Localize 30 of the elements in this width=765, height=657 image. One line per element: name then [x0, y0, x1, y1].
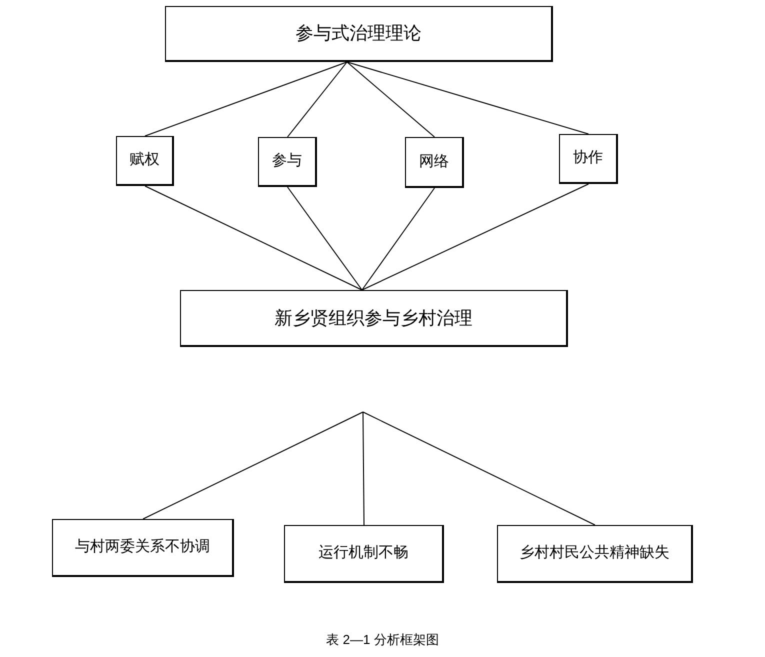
- box-label: 协作: [573, 148, 603, 168]
- connector-line: [142, 412, 364, 520]
- connector-line: [144, 186, 362, 290]
- text-box: [497, 525, 693, 583]
- text-box: [52, 519, 234, 577]
- connector-line: [362, 188, 435, 290]
- box-label: 赋权: [130, 150, 160, 170]
- text-box: [258, 137, 317, 187]
- connector-line: [144, 62, 348, 136]
- box-label: 参与式治理理论: [296, 22, 422, 45]
- connector-line: [287, 62, 348, 138]
- connector-line: [362, 412, 364, 526]
- caption: 表 2—1 分析框架图: [325, 631, 440, 649]
- connector-line: [346, 62, 589, 134]
- connector-line: [346, 62, 435, 138]
- box-label: 运行机制不畅: [318, 543, 408, 564]
- text-box: [284, 525, 444, 583]
- connector-line: [287, 186, 362, 290]
- text-box: [116, 136, 174, 186]
- text-box: [405, 137, 464, 188]
- box-label: 网络: [419, 152, 449, 172]
- box-label: 新乡贤组织参与乡村治理: [274, 306, 472, 330]
- text-box: [165, 6, 553, 62]
- connector-line: [362, 184, 589, 290]
- text-box: [559, 134, 618, 184]
- box-label: 与村两委关系不协调: [75, 537, 210, 558]
- box-label: 参与: [272, 151, 302, 172]
- text-box: [180, 290, 568, 347]
- box-label: 乡村村民公共精神缺失: [520, 543, 670, 564]
- connector-line: [362, 412, 596, 526]
